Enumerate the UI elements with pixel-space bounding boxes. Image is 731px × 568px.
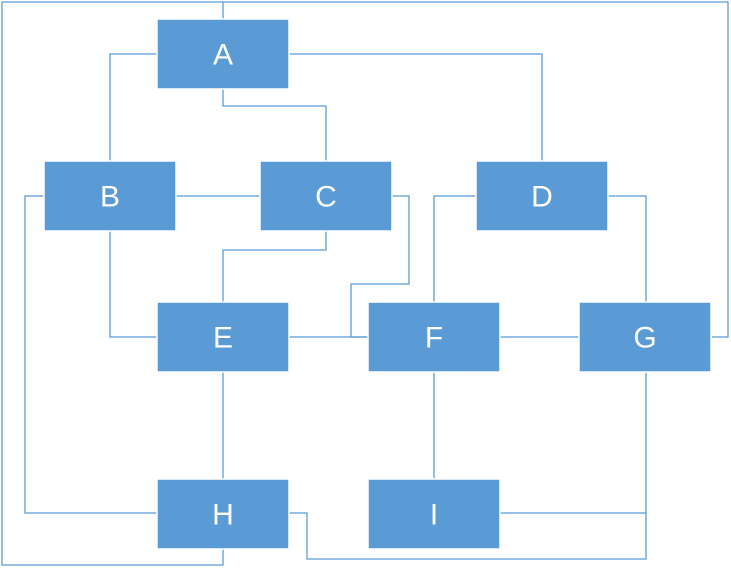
edge-g-i [499, 372, 647, 514]
edge-a-c [222, 88, 327, 162]
node-g-box [578, 301, 712, 373]
edge-b-e [109, 230, 157, 338]
node-b: B [43, 160, 177, 232]
edge-d-g [607, 195, 647, 302]
node-c-box [259, 160, 393, 232]
node-d: D [475, 160, 609, 232]
node-i: I [367, 478, 501, 550]
node-h-label: H [212, 499, 234, 532]
edge-a-d [288, 53, 543, 162]
node-b-box [43, 160, 177, 232]
node-e-label: E [213, 322, 233, 355]
node-d-label: D [531, 181, 553, 214]
node-a: A [156, 18, 290, 90]
node-i-box [367, 478, 501, 550]
node-a-label: A [213, 39, 233, 72]
node-e-box [156, 301, 290, 373]
node-h: H [156, 478, 290, 550]
node-a-box [156, 18, 290, 90]
node-f-box [367, 301, 501, 373]
node-c: C [259, 160, 393, 232]
node-f: F [367, 301, 501, 373]
edge-d-f [433, 195, 477, 302]
edge-c-e [222, 230, 327, 302]
node-g-label: G [633, 322, 656, 355]
node-b-label: B [100, 181, 120, 214]
edge-g-h [288, 512, 647, 560]
node-i-label: I [430, 499, 438, 532]
edge-a-b [109, 53, 157, 162]
edge-a-g [222, 1, 729, 338]
node-g: G [578, 301, 712, 373]
edge-h-a [1, 1, 224, 566]
node-d-box [475, 160, 609, 232]
edge-b-h [24, 195, 157, 514]
node-h-box [156, 478, 290, 550]
node-f-label: F [425, 322, 443, 355]
node-c-label: C [315, 181, 337, 214]
node-e: E [156, 301, 290, 373]
